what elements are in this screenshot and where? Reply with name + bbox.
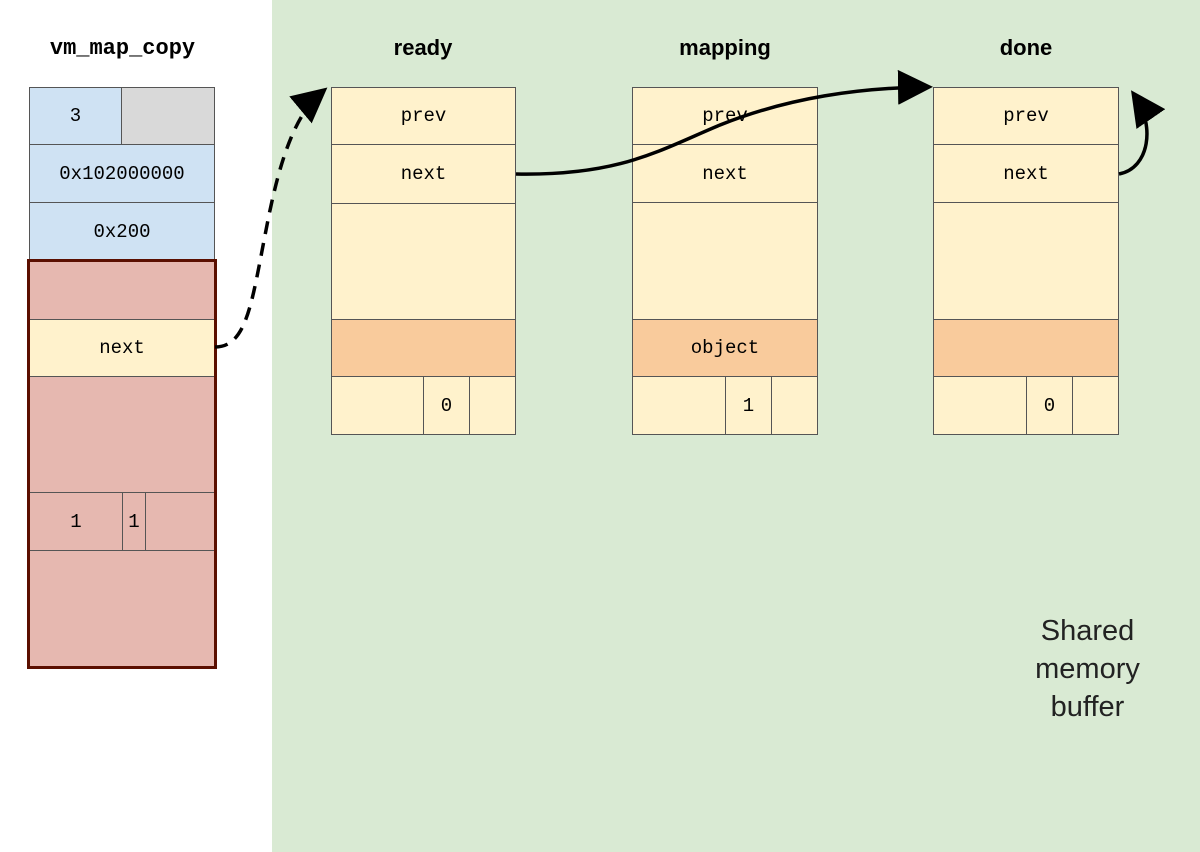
ready-flags-right-cell bbox=[469, 376, 516, 435]
copy-next-to-ready-arrow bbox=[214, 87, 328, 349]
mapping-flag-cell: 1 bbox=[725, 376, 772, 435]
copy-header-next-cell: next bbox=[29, 319, 215, 377]
copy-flag-b-cell: 1 bbox=[122, 492, 146, 551]
ready-next-cell: next bbox=[331, 144, 516, 204]
caption-line-1: Shared bbox=[1040, 615, 1135, 647]
mapping-title: mapping bbox=[679, 35, 771, 60]
ready-prev-cell: prev bbox=[331, 87, 516, 145]
ready-title: ready bbox=[393, 35, 453, 60]
copy-padding-cell bbox=[121, 87, 215, 145]
done-body-cell bbox=[933, 202, 1119, 320]
done-title: done bbox=[999, 35, 1053, 60]
ready-flags-left-cell bbox=[331, 376, 424, 435]
mapping-body-cell bbox=[632, 202, 818, 320]
caption-line-3: buffer bbox=[1050, 691, 1125, 723]
copy-offset-cell: 0x102000000 bbox=[29, 144, 215, 203]
mapping-flags-right-cell bbox=[771, 376, 818, 435]
copy-header-body-cell bbox=[29, 376, 215, 493]
ready-flag-cell: 0 bbox=[423, 376, 470, 435]
ready-body-cell bbox=[331, 203, 516, 320]
copy-size-cell: 0x200 bbox=[29, 202, 215, 261]
mapping-prev-cell: prev bbox=[632, 87, 818, 145]
copy-flag-rest-cell bbox=[145, 492, 215, 551]
copy-tail-cell bbox=[29, 550, 215, 667]
done-flags-right-cell bbox=[1072, 376, 1119, 435]
mapping-object-cell: object bbox=[632, 319, 818, 377]
shared-memory-caption: Shared memory buffer bbox=[1000, 612, 1175, 726]
done-next-self-arrow bbox=[1118, 90, 1166, 176]
ready-next-to-done-arrow bbox=[515, 69, 933, 176]
vm-map-copy-title: vm_map_copy bbox=[49, 36, 196, 61]
done-flags-left-cell bbox=[933, 376, 1027, 435]
caption-line-2: memory bbox=[1035, 653, 1140, 685]
